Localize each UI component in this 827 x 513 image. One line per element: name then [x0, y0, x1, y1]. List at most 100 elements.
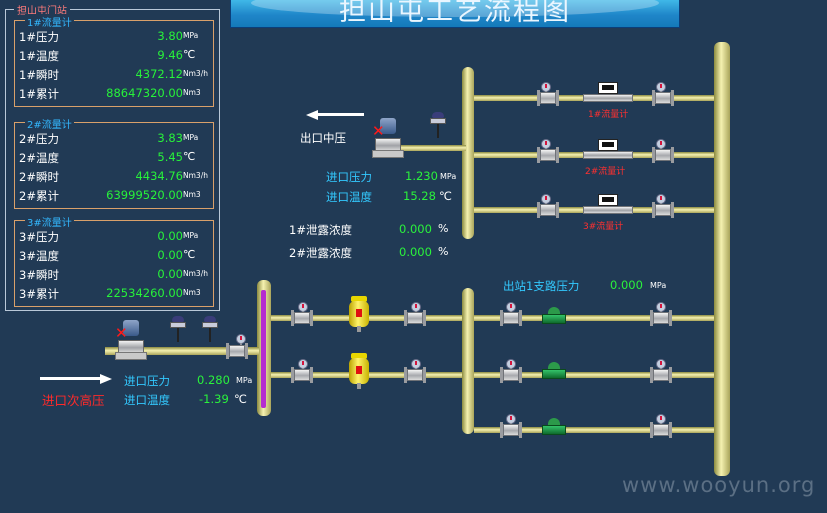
pressure-gauge-icon [656, 414, 666, 428]
fm2-temp-label: 2#温度 [19, 151, 59, 165]
ball-valve-icon[interactable] [500, 310, 522, 326]
outlet-label: 出口中压 [300, 131, 346, 145]
fm2-total-label: 2#累计 [19, 189, 59, 203]
pressure-gauge-icon [411, 359, 421, 373]
filter-icon [349, 353, 369, 389]
fm3-total-label: 3#累计 [19, 287, 59, 301]
flowmeter-2-title: 2#流量计 [25, 116, 74, 131]
fm3-total-value: 22534260.00 [106, 286, 183, 300]
fm3-temp-value: 0.00 [157, 248, 183, 262]
banner-highlight [251, 0, 659, 17]
fm1-temp-unit: ℃ [183, 48, 196, 61]
flowmeter-3-title: 3#流量计 [25, 214, 74, 229]
upper-header-pipe [462, 67, 474, 239]
outlet-pressure-label: 进口压力 [326, 170, 372, 184]
ball-valve-icon[interactable] [500, 367, 522, 383]
fm2-temp-row: 2#温度 5.45 ℃ [19, 150, 211, 166]
ball-valve-icon[interactable] [652, 202, 674, 218]
fm2-temp-unit: ℃ [183, 150, 196, 163]
actuator-valve-icon[interactable] [430, 112, 446, 138]
inlet-pipe [105, 347, 259, 355]
leak-1-label: 1#泄露浓度 [289, 223, 352, 237]
fm2-pressure-value: 3.83 [157, 131, 183, 145]
fm2-pressure-label: 2#压力 [19, 132, 59, 146]
branch-pressure-label: 出站1支路压力 [503, 279, 580, 293]
pressure-gauge-icon [506, 359, 516, 373]
regulator-run-1-pipe [474, 315, 714, 321]
filter-icon [349, 296, 369, 332]
inlet-temp-unit: ℃ [234, 392, 247, 406]
flowmeter-1-tag: 1#流量计 [588, 110, 629, 120]
fm3-total-unit: Nm3 [183, 288, 201, 297]
fm3-pressure-unit: MPa [183, 231, 199, 240]
fm1-pressure-label: 1#压力 [19, 30, 59, 44]
flow-arrow-icon [306, 110, 364, 120]
fm2-total-value: 63999520.00 [106, 188, 183, 202]
fm2-instant-value: 4434.76 [135, 169, 183, 183]
pressure-gauge-icon [656, 82, 666, 96]
pressure-gauge-icon [541, 139, 551, 153]
station-panel: 担山屯门站 1#流量计 1#压力 3.80 MPa 1#温度 9.46 ℃ 1#… [5, 2, 220, 311]
outlet-pressure-unit: MPa [440, 172, 457, 181]
fm2-temp-value: 5.45 [157, 150, 183, 164]
fm3-instant-value: 0.00 [157, 267, 183, 281]
pressure-gauge-icon [298, 359, 308, 373]
inlet-pressure-value: 0.280 [197, 373, 230, 387]
ball-valve-icon[interactable] [291, 310, 313, 326]
ball-valve-icon[interactable] [537, 90, 559, 106]
ball-valve-icon[interactable] [650, 367, 672, 383]
pressure-gauge-icon [656, 139, 666, 153]
fm3-temp-row: 3#温度 0.00 ℃ [19, 248, 211, 264]
fm1-temp-row: 1#温度 9.46 ℃ [19, 48, 211, 64]
fm1-instant-row: 1#瞬时 4372.12 Nm3/h [19, 67, 211, 83]
fm2-instant-label: 2#瞬时 [19, 170, 59, 184]
flowmeter-2-tag: 2#流量计 [585, 167, 626, 177]
shutdown-valve-icon[interactable]: ✕ [372, 118, 404, 162]
fm1-instant-value: 4372.12 [135, 67, 183, 81]
fm1-temp-value: 9.46 [157, 48, 183, 62]
branch-pressure-value: 0.000 [610, 278, 643, 292]
leak-2-label: 2#泄露浓度 [289, 246, 352, 260]
pressure-gauge-icon [411, 302, 421, 316]
shutdown-valve-icon[interactable]: ✕ [115, 320, 147, 364]
ball-valve-icon[interactable] [404, 367, 426, 383]
pressure-gauge-icon [541, 194, 551, 208]
page-title: 担山屯工艺流程图 [339, 0, 571, 27]
fm3-temp-label: 3#温度 [19, 249, 59, 263]
ball-valve-icon[interactable] [652, 90, 674, 106]
flow-arrow-icon [40, 374, 112, 384]
ball-valve-icon[interactable] [537, 202, 559, 218]
fm3-instant-unit: Nm3/h [183, 269, 208, 278]
regulator-icon [540, 307, 568, 327]
fm1-pressure-value: 3.80 [157, 29, 183, 43]
outlet-temp-value: 15.28 [403, 189, 436, 203]
fm2-pressure-row: 2#压力 3.83 MPa [19, 131, 211, 147]
ball-valve-icon[interactable] [226, 343, 248, 359]
inlet-temp-label: 进口温度 [124, 393, 170, 407]
ball-valve-icon[interactable] [291, 367, 313, 383]
watermark: www.wooyun.org [622, 473, 816, 497]
pressure-gauge-icon [298, 302, 308, 316]
fm3-pressure-row: 3#压力 0.00 MPa [19, 229, 211, 245]
inlet-pressure-unit: MPa [236, 376, 253, 385]
flowmeter-1-title: 1#流量计 [25, 14, 74, 29]
fm1-total-unit: Nm3 [183, 88, 201, 97]
ball-valve-icon[interactable] [650, 422, 672, 438]
ball-valve-icon[interactable] [500, 422, 522, 438]
fm3-pressure-value: 0.00 [157, 229, 183, 243]
outlet-pressure-value: 1.230 [405, 169, 438, 183]
ball-valve-icon[interactable] [404, 310, 426, 326]
inlet-pressure-label: 进口压力 [124, 374, 170, 388]
ball-valve-icon[interactable] [652, 147, 674, 163]
fm2-total-unit: Nm3 [183, 190, 201, 199]
actuator-valve-icon[interactable] [202, 316, 218, 342]
pressure-gauge-icon [656, 194, 666, 208]
fm1-pressure-row: 1#压力 3.80 MPa [19, 29, 211, 45]
ball-valve-icon[interactable] [537, 147, 559, 163]
fm1-total-value: 88647320.00 [106, 86, 183, 100]
ball-valve-icon[interactable] [650, 310, 672, 326]
actuator-valve-icon[interactable] [170, 316, 186, 342]
flowmeter-2-panel: 2#流量计 2#压力 3.83 MPa 2#温度 5.45 ℃ 2#瞬时 443… [14, 116, 214, 209]
fm3-pressure-label: 3#压力 [19, 230, 59, 244]
fm3-instant-label: 3#瞬时 [19, 268, 59, 282]
